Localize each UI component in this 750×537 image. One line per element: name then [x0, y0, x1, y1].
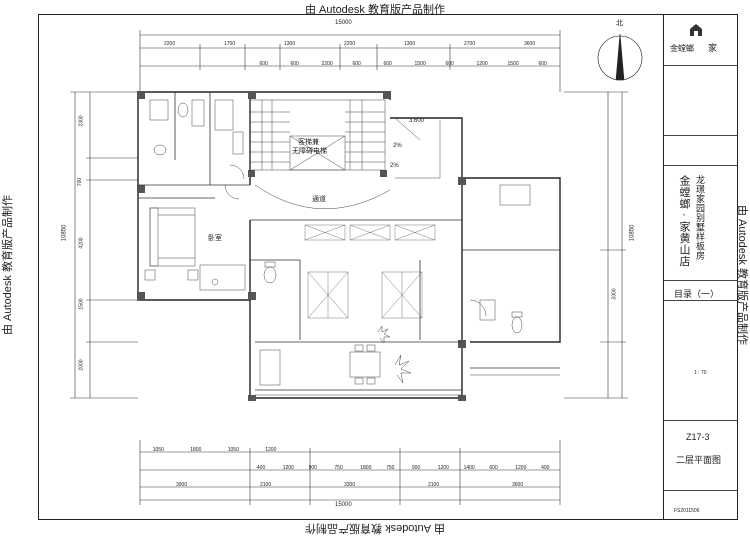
elevator-label-1: 客梯兼 — [298, 139, 319, 146]
dim-top-dims-1-6: 3600 — [524, 41, 536, 47]
dim-top-overall: 15000 — [335, 20, 352, 26]
dim-top-dims-1-2: 1300 — [284, 41, 296, 47]
dim-left-dims-1: 700 — [77, 177, 84, 186]
dim-top-dims-2-3: 600 — [352, 61, 361, 67]
brand-suffix: 家 — [708, 43, 718, 53]
brand-logo-icon — [689, 23, 703, 37]
elevator-label-2: 无障碍电梯 — [292, 148, 327, 155]
dim-bottom-dims-2-2: 900 — [308, 465, 317, 471]
dim-top-dims-2-6: 600 — [445, 61, 454, 67]
project-name: 金螳螂 · 家黄山店 — [678, 175, 690, 267]
dim-top-dims-1-3: 2200 — [344, 41, 356, 47]
level-mark: 3.600 — [409, 118, 425, 124]
drawing-number: Z17-3 — [686, 432, 710, 442]
drawing-scale: 1 : 70 — [694, 370, 707, 376]
dim-left-dims-0: 2300 — [78, 115, 85, 127]
slope-mark-2: 2% — [390, 163, 399, 169]
north-label: 北 — [616, 20, 623, 27]
drawing-name: 二层平面图 — [676, 455, 722, 465]
dim-top-dims-1-4: 1300 — [404, 41, 416, 47]
dim-left-dims-4: 2000 — [78, 359, 85, 371]
dim-top-dims-1-0: 2200 — [164, 41, 176, 47]
dim-bottom-dims-1-3: 1200 — [265, 447, 277, 453]
slope-mark-1: 2% — [393, 143, 402, 149]
dim-bottom-overall: 15000 — [335, 502, 352, 508]
sheet-title: 目录（一） — [674, 289, 720, 299]
dim-left-dims-3: 1500 — [78, 298, 85, 310]
drawing-sheet-border — [38, 14, 738, 520]
dim-top-dims-2-4: 600 — [383, 61, 392, 67]
dim-top-dims-2-1: 600 — [290, 61, 299, 67]
dim-top-dims-2-2: 2200 — [321, 61, 333, 67]
dim-bottom-dims-2-7: 1200 — [437, 465, 449, 471]
dim-bottom-dims-3-1: 2100 — [260, 482, 272, 488]
dim-bottom-dims-2-1: 1200 — [282, 465, 294, 471]
floor-plan-drawing — [70, 30, 643, 505]
dim-top-dims-2-7: 1200 — [476, 61, 488, 67]
dim-bottom-dims-1-0: 1050 — [152, 447, 164, 453]
brand-name: 金螳螂 — [670, 44, 694, 53]
dim-top-dims-2-5: 1500 — [414, 61, 426, 67]
dim-bottom-dims-1-2: 1050 — [227, 447, 239, 453]
dim-bottom-dims-2-9: 600 — [489, 465, 498, 471]
dim-bottom-dims-2-10: 1200 — [515, 465, 527, 471]
dim-right-dims-0: 3300 — [611, 288, 618, 300]
dim-bottom-dims-2-4: 1800 — [360, 465, 372, 471]
dim-bottom-dims-2-11: 400 — [541, 465, 550, 471]
title-block: 金螳螂 家 金螳螂 · 家黄山店 龙璟家园别墅样板房 目录（一） 1 : 70 … — [663, 15, 738, 519]
dim-right-overall: 10850 — [629, 224, 636, 242]
dim-top-dims-2-8: 1500 — [507, 61, 519, 67]
dim-top-dims-2-0: 600 — [259, 61, 268, 67]
dim-top-dims-1-5: 2700 — [464, 41, 476, 47]
dim-bottom-dims-2-3: 750 — [334, 465, 343, 471]
dim-bottom-dims-3-0: 3900 — [176, 482, 188, 488]
corridor-label: 通道 — [312, 196, 326, 203]
project-subtitle: 龙璟家园别墅样板房 — [695, 175, 705, 261]
drawing-code: FS2011506 — [674, 508, 700, 514]
watermark-top: 由 Autodesk 教育版产品制作 — [305, 4, 445, 16]
dim-bottom-dims-2-8: 1400 — [463, 465, 475, 471]
dim-bottom-dims-3-2: 3300 — [344, 482, 356, 488]
dim-left-overall: 10850 — [61, 224, 68, 242]
dim-bottom-dims-3-4: 3600 — [512, 482, 524, 488]
dim-bottom-dims-1-1: 1800 — [190, 447, 202, 453]
dim-left-dims-2: 4200 — [78, 237, 85, 249]
dim-top-dims-1-1: 1700 — [224, 41, 236, 47]
dim-bottom-dims-3-3: 2100 — [428, 482, 440, 488]
dim-bottom-dims-2-6: 900 — [411, 465, 421, 471]
bedroom-label: 卧室 — [208, 235, 222, 242]
north-compass-icon — [597, 33, 643, 81]
dim-bottom-dims-2-0: 400 — [256, 465, 266, 471]
dim-bottom-dims-2-5: 750 — [386, 465, 395, 471]
dim-top-dims-2-9: 600 — [538, 61, 547, 67]
